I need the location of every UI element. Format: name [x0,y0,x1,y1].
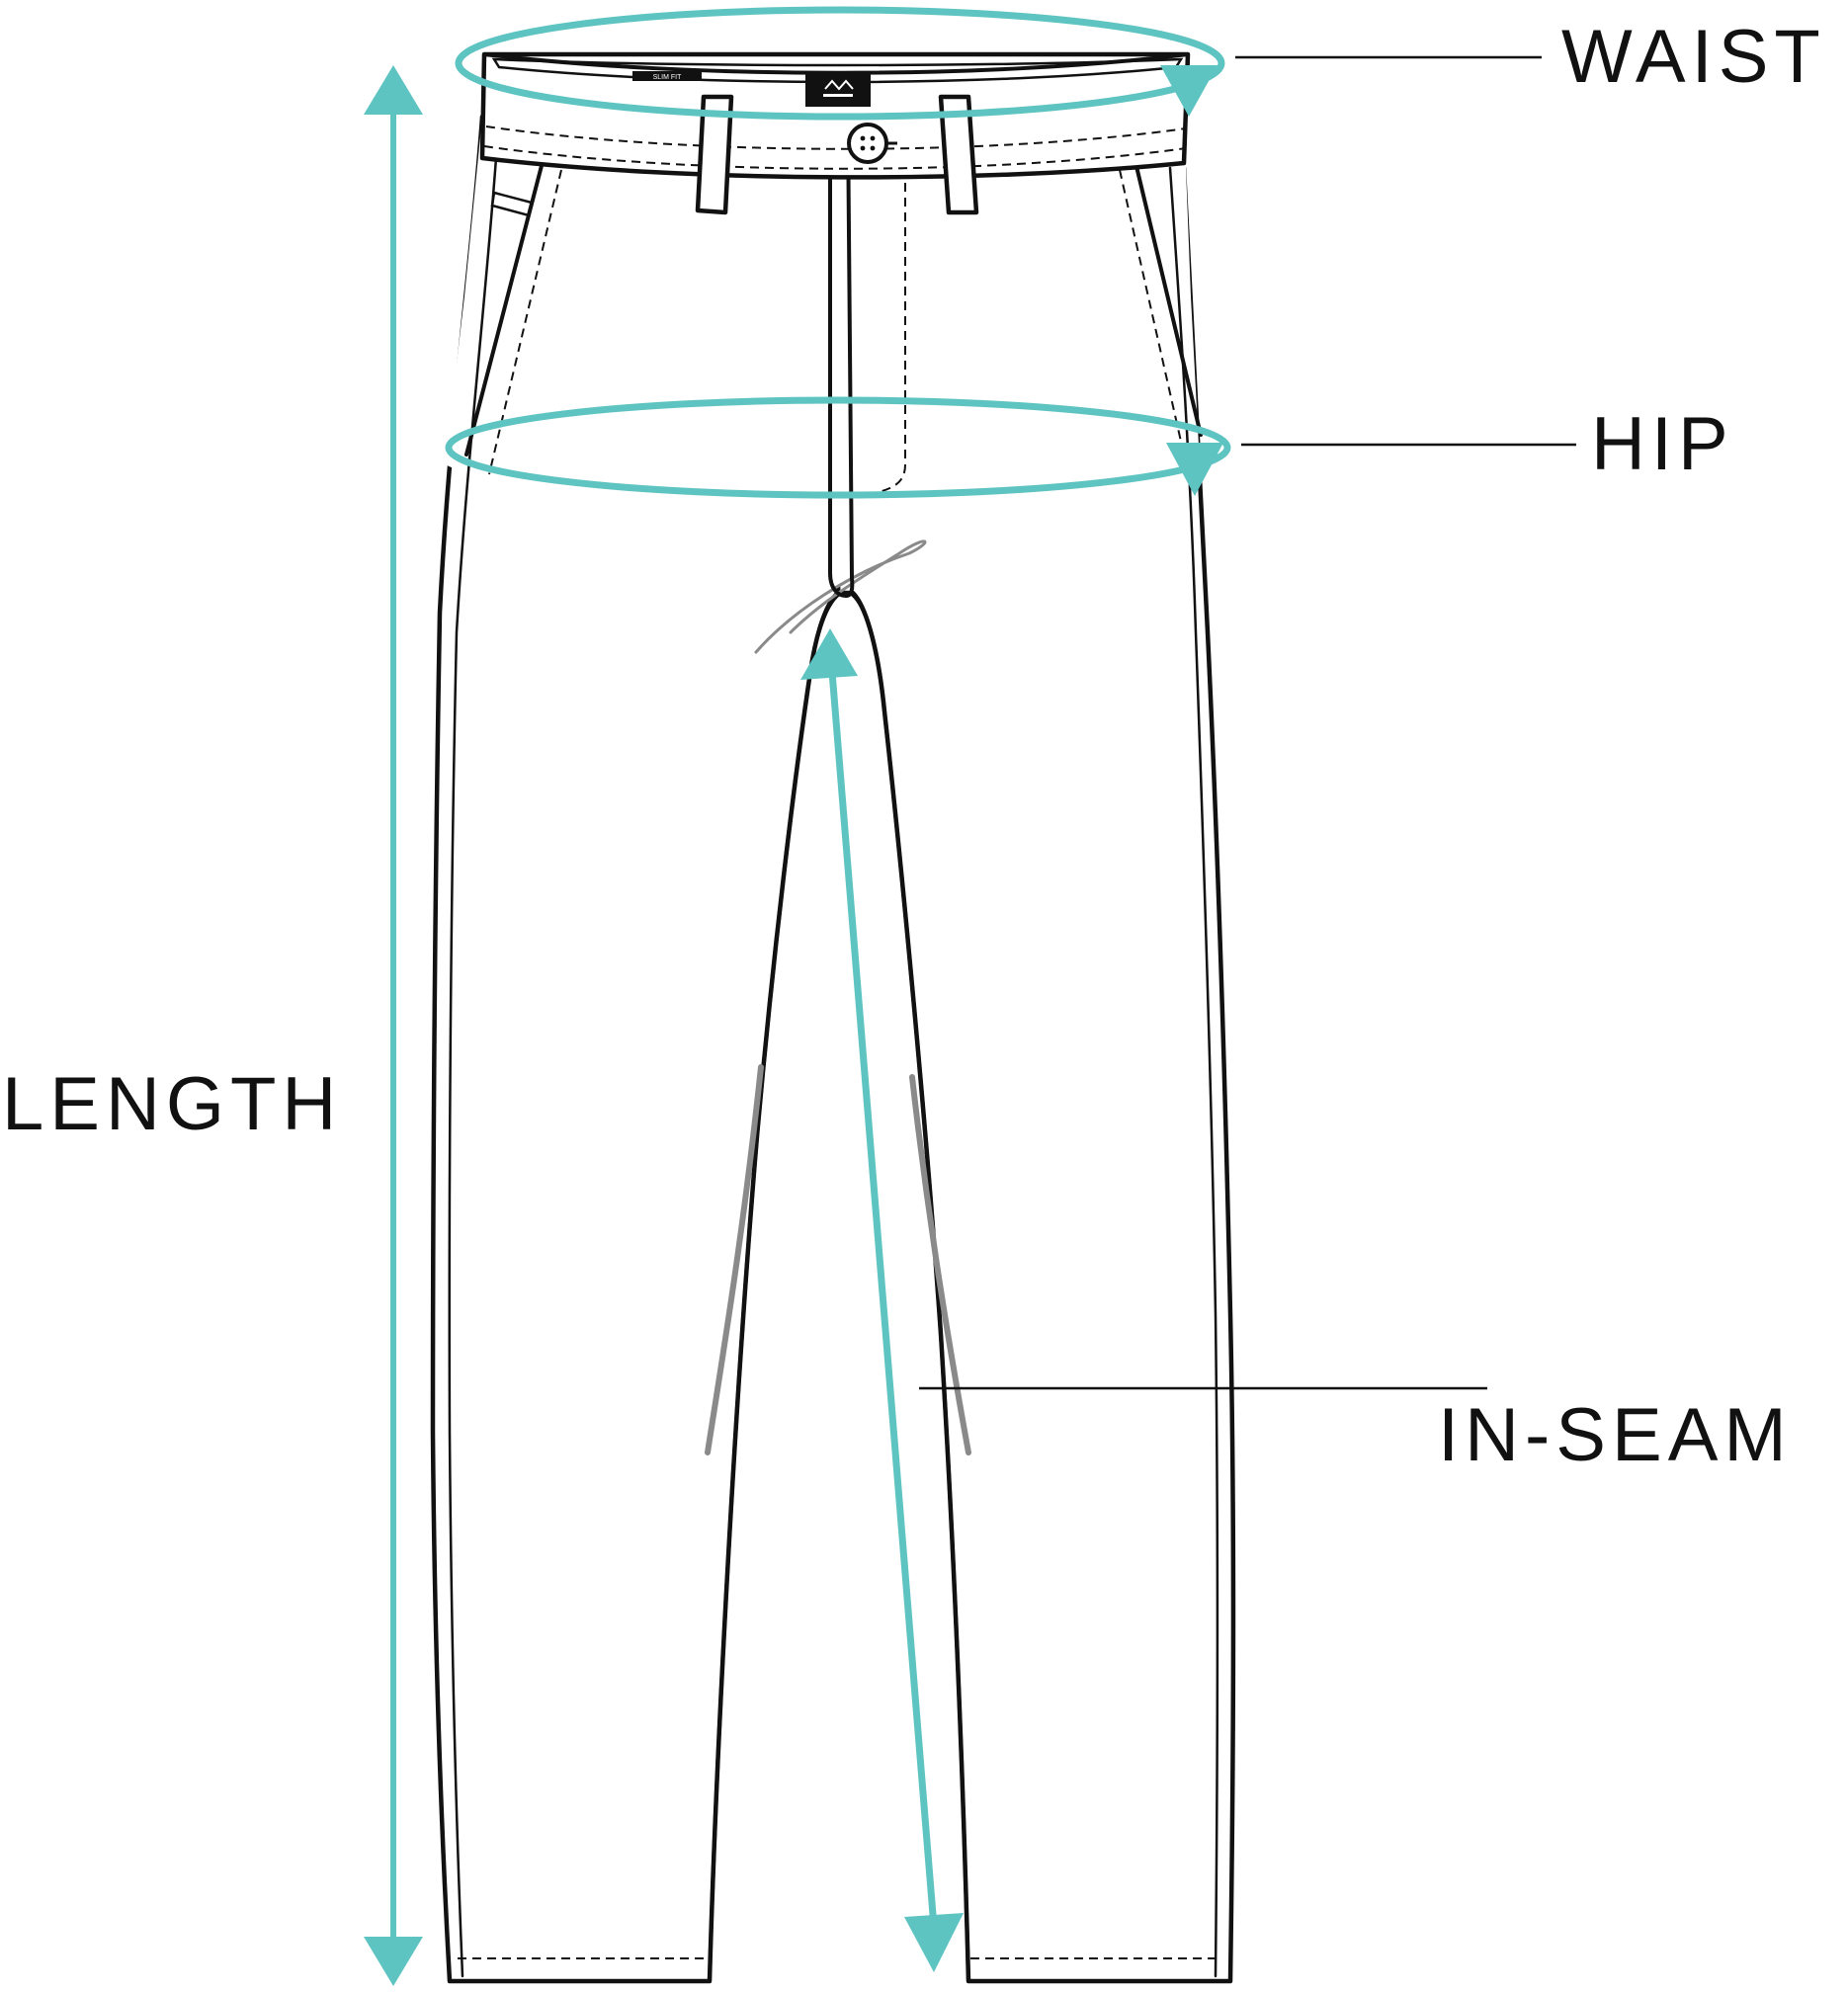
right-pocket [1133,156,1203,437]
waist-arrowhead [1160,65,1218,117]
hip-ellipse [445,396,1231,499]
inseam-measure [800,628,964,1972]
inseam-shade-left [705,1064,764,1455]
brand-label [805,73,871,107]
right-side-seam [1168,166,1219,1978]
waistband-stitch-bottom [483,145,1187,170]
waist-ellipse [455,6,1225,121]
brand-logo-icon [823,79,854,97]
inseam-label: IN-SEAM [1438,1393,1793,1477]
inseam-arrowhead-bottom [904,1913,964,1972]
hip-label: HIP [1591,402,1734,486]
fly-front [828,115,855,598]
length-measure [364,65,423,1986]
inseam-line [828,671,938,1928]
hip-measure [445,396,1231,499]
right-belt-loop [938,94,979,215]
length-label: LENGTH [2,1062,342,1146]
left-belt-loop [695,94,734,215]
front-rise [445,117,1200,587]
waistband-stitch-top [485,125,1187,150]
waistband-top-curve [482,52,1190,75]
inseam-shade-right [909,1074,971,1455]
length-arrowhead-bottom [364,1937,423,1986]
inseam-arrowhead-top [800,628,858,680]
size-tag [632,71,702,81]
length-arrowhead-top [364,65,423,115]
waist-measure [455,6,1225,121]
pants-illustration: SLIM FIT [430,51,1236,1984]
button-icon [847,123,897,164]
waist-label: WAIST [1561,15,1826,99]
hip-arrowhead [1166,443,1223,496]
left-coin-pocket [490,191,534,217]
right-pocket-stitch [1119,169,1185,456]
right-inseam-line [851,593,970,1983]
size-tag-text: SLIM FIT [653,74,683,81]
